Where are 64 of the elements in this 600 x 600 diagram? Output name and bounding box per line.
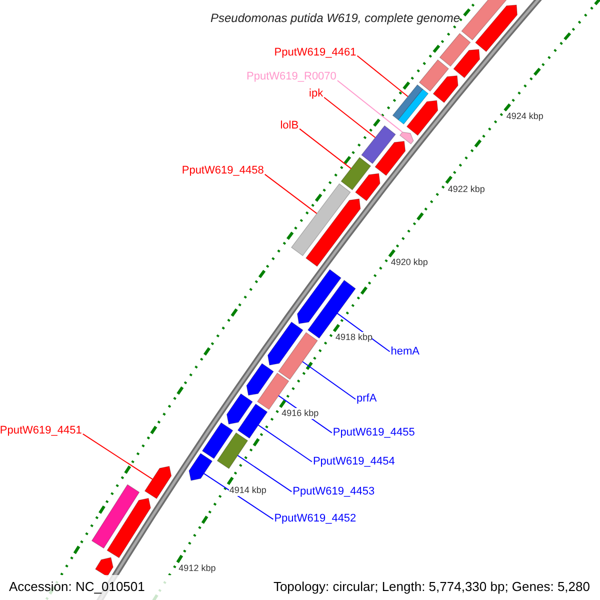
gene-feature xyxy=(361,125,396,164)
leader-line xyxy=(299,128,352,170)
gene-feature xyxy=(461,0,509,40)
gene-label: PputW619_4455 xyxy=(332,426,415,440)
gene-feature xyxy=(432,75,458,104)
gene-label: PputW619_4461 xyxy=(274,46,356,60)
gene-feature xyxy=(188,452,213,481)
gene-feature xyxy=(290,183,351,256)
gene-label: PputW619_4454 xyxy=(312,455,395,468)
gene-feature xyxy=(106,498,151,558)
gene-feature xyxy=(246,363,274,396)
genome-stats-text: Topology: circular; Length: 5,774,330 bp; Genes: 5,280 xyxy=(273,578,590,596)
gene-label: lolB xyxy=(280,119,299,132)
tick-label: 4912 kbp xyxy=(178,562,216,574)
map-title: Pseudomonas putida W619, complete genome xyxy=(210,10,460,27)
accession-text: Accession: NC_010501 xyxy=(9,578,145,596)
gene-feature xyxy=(278,332,318,380)
gene-label: PputW619_4452 xyxy=(274,512,356,526)
gene-feature xyxy=(216,432,248,470)
leader-line xyxy=(264,174,318,214)
gene-feature xyxy=(340,156,372,190)
gene-label: PputW619_4458 xyxy=(182,164,264,178)
gene-label: PputW619_R0070 xyxy=(246,70,336,84)
gene-feature xyxy=(398,88,429,125)
tick-label: 4918 kbp xyxy=(335,332,372,344)
tick-label: 4924 kbp xyxy=(506,111,544,122)
gene-feature xyxy=(94,557,114,577)
gene-label: hemA xyxy=(390,345,420,358)
leader-line xyxy=(356,55,408,98)
tick-label: 4922 kbp xyxy=(448,184,485,195)
gene-feature xyxy=(296,269,342,324)
gene-feature xyxy=(144,466,172,500)
gene-feature xyxy=(202,422,234,460)
gene-label: ipk xyxy=(309,88,324,101)
gene-feature xyxy=(474,4,518,52)
leader-line xyxy=(258,424,312,462)
gene-feature xyxy=(354,173,380,202)
gene-feature xyxy=(406,100,438,136)
tick-label: 4914 kbp xyxy=(229,484,266,496)
gene-feature xyxy=(453,49,480,78)
gene-feature xyxy=(256,372,290,410)
gene-feature xyxy=(237,404,268,439)
tick-label: 4920 kbp xyxy=(390,257,428,268)
gene-label: PputW619_4453 xyxy=(292,485,375,498)
leader-line xyxy=(336,80,403,133)
leader-line xyxy=(237,454,292,492)
gene-feature xyxy=(307,280,356,339)
gene-feature xyxy=(374,140,406,176)
gene-label: PputW619_4451 xyxy=(0,424,82,438)
leader-line xyxy=(204,473,274,520)
gene-label: prfA xyxy=(356,392,377,406)
gene-feature xyxy=(399,132,414,144)
gene-feature xyxy=(226,393,253,424)
leader-line xyxy=(324,96,376,138)
gene-feature xyxy=(305,198,361,267)
tick-label: 4916 kbp xyxy=(282,408,319,419)
leader-line xyxy=(302,361,356,400)
leader-line xyxy=(82,433,153,480)
gene-feature xyxy=(392,84,424,120)
gene-feature xyxy=(439,32,471,67)
leader-line xyxy=(336,312,390,352)
gene-feature xyxy=(91,484,140,549)
gene-feature xyxy=(418,59,450,92)
gene-feature xyxy=(267,322,304,366)
